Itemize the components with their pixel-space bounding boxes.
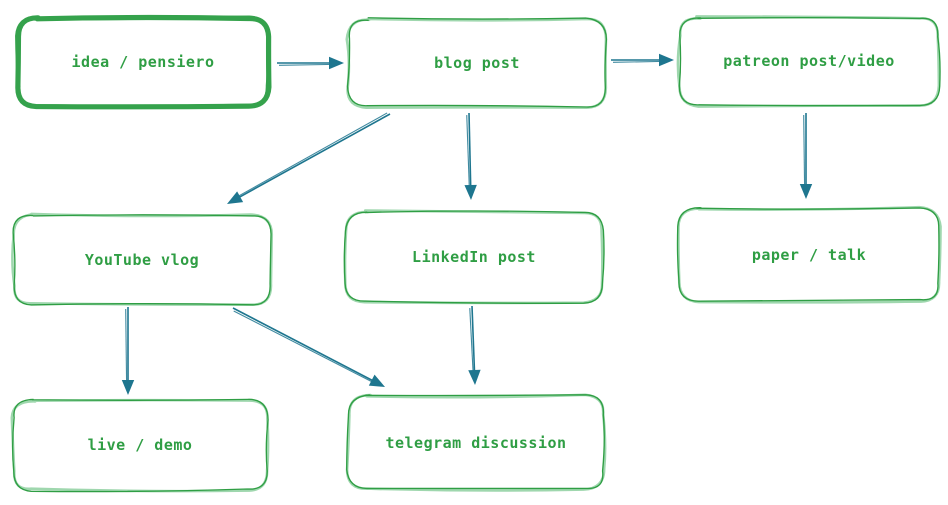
node-telegram: telegram discussion: [345, 393, 607, 492]
arrowhead-icon: [329, 56, 344, 70]
node-outline-linkedin: [343, 209, 605, 305]
arrowhead-icon: [799, 184, 813, 199]
node-label-blog: blog post: [434, 54, 520, 72]
node-outline-blog: [345, 17, 608, 109]
arrowhead-icon: [227, 191, 244, 204]
arrow-blog-to-patreon: [611, 53, 674, 67]
arrowhead-icon: [368, 374, 385, 387]
node-outline-patreon: [676, 15, 941, 108]
node-label-telegram: telegram discussion: [385, 433, 567, 452]
arrow-youtube-to-telegram: [232, 307, 385, 387]
node-label-youtube: YouTube vlog: [84, 250, 200, 269]
node-idea: idea / pensiero: [14, 14, 272, 110]
arrowhead-icon: [464, 184, 477, 200]
node-outline-youtube: [11, 212, 274, 306]
arrowhead-icon: [468, 369, 481, 385]
arrow-patreon-to-paper: [799, 113, 813, 199]
arrow-youtube-to-live: [121, 307, 135, 395]
node-paper: paper / talk: [676, 205, 942, 304]
arrow-blog-to-linkedin: [464, 112, 477, 200]
node-label-live: live / demo: [87, 436, 193, 454]
node-outline-idea: [15, 14, 272, 110]
arrow-blog-to-youtube: [227, 112, 391, 204]
node-label-idea: idea / pensiero: [71, 53, 215, 71]
node-outline-paper: [676, 205, 942, 304]
node-label-paper: paper / talk: [751, 245, 867, 264]
node-blog: blog post: [345, 16, 609, 110]
node-youtube: YouTube vlog: [10, 212, 274, 307]
arrowhead-icon: [121, 380, 135, 395]
node-label-patreon: patreon post/video: [723, 52, 895, 70]
arrow-idea-to-blog: [277, 56, 344, 70]
node-patreon: patreon post/video: [676, 14, 942, 108]
node-label-linkedin: LinkedIn post: [412, 248, 536, 266]
arrowhead-icon: [659, 53, 674, 67]
arrow-linkedin-to-telegram: [468, 305, 481, 385]
node-outline-live: [10, 398, 270, 493]
node-live: live / demo: [10, 397, 270, 493]
node-linkedin: LinkedIn post: [343, 209, 605, 305]
node-outline-telegram: [345, 393, 607, 492]
